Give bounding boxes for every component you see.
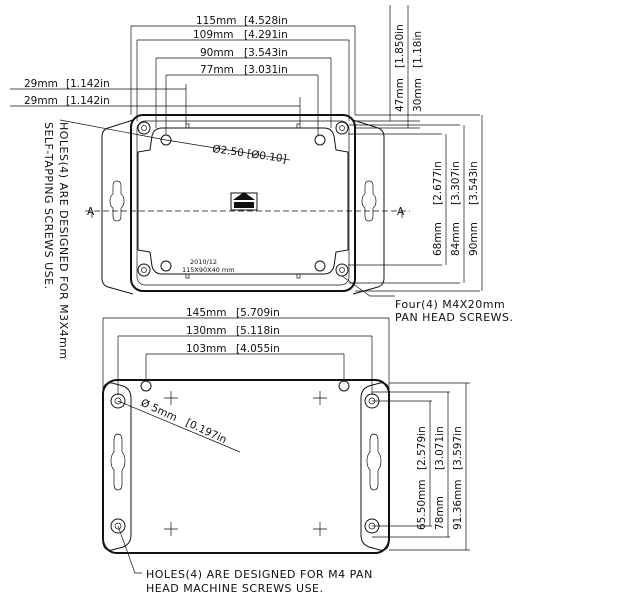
top-dim-115-mm: 115mm <box>196 15 237 27</box>
top-lid-outline <box>130 114 356 292</box>
bottom-view: Ø 5mm [0.197in 145mm [5.709in 130mm [5.1… <box>102 307 470 595</box>
top-dim-115-in: [4.528in <box>244 15 288 27</box>
top-note-left-line2: SELF-TAPPING SCREWS USE. <box>42 122 55 290</box>
bottom-dim-65-mm: 65.50mm <box>416 479 428 530</box>
top-dim-90v-mm: 90mm <box>468 222 480 256</box>
top-keyhole-right <box>361 180 377 222</box>
top-dim-47-in: [1.850in <box>394 24 406 68</box>
top-dim-68-mm: 68mm <box>432 222 444 256</box>
top-flange-right <box>352 119 385 295</box>
section-mark-right: A <box>397 206 405 218</box>
top-dim-90v-in: [3.543in <box>468 161 480 205</box>
top-dim-109-mm: 109mm <box>193 29 234 41</box>
top-dim-84-in: [3.307in <box>450 161 462 205</box>
bottom-cross-marks <box>164 391 327 536</box>
top-dim-84-mm: 84mm <box>450 222 462 256</box>
top-dim-47-mm: 47mm <box>394 78 406 112</box>
top-dim-29a-mm: 29mm <box>24 78 58 90</box>
bottom-dim-91-mm: 91.36mm <box>452 479 464 530</box>
top-note-right-line1: Four(4) M4X20mm <box>395 298 505 311</box>
bottom-dim-130-mm: 130mm <box>186 325 227 337</box>
top-note-left-line1: HOLES(4) ARE DESIGNED FOR M3X4mm <box>57 122 70 360</box>
bottom-note-line1: HOLES(4) ARE DESIGNED FOR M4 PAN <box>146 568 373 581</box>
top-lid-recess <box>137 127 349 275</box>
lid-date-label: 2010/12 <box>190 258 217 266</box>
section-mark-left: A <box>87 206 95 218</box>
top-dim-29b-mm: 29mm <box>24 95 58 107</box>
top-view: 2010/12 115X90X40 mm Ø2.50 [Ø0.10] A A 1 <box>10 5 514 360</box>
bottom-rail-left <box>102 382 132 551</box>
bottom-dim-103-mm: 103mm <box>186 343 227 355</box>
top-dim-109-in: [4.291in <box>244 29 288 41</box>
bottom-dim-145-mm: 145mm <box>186 307 227 319</box>
bottom-dim-91-in: [3.597in <box>452 426 464 470</box>
top-dim-77-mm: 77mm <box>200 64 234 76</box>
top-note-right-line2: PAN HEAD SCREWS. <box>395 311 514 324</box>
bottom-keyhole-left <box>110 433 126 491</box>
bottom-keyhole-right <box>366 433 382 491</box>
bottom-dim-103-in: [4.055in <box>236 343 280 355</box>
bottom-note-line2: HEAD MACHINE SCREWS USE. <box>146 582 324 595</box>
lid-logo <box>230 192 258 211</box>
top-flange-left <box>101 119 134 295</box>
lid-size-label: 115X90X40 mm <box>182 266 235 274</box>
bottom-rail-right <box>360 382 390 551</box>
top-dim-90-in: [3.543in <box>244 47 288 59</box>
top-dim-90-mm: 90mm <box>200 47 234 59</box>
bottom-dim-65-in: [2.579in <box>416 426 428 470</box>
top-dim-77-in: [3.031in <box>244 64 288 76</box>
bottom-dim-130-in: [5.118in <box>236 325 280 337</box>
top-dim-29b-in: [1.142in <box>66 95 110 107</box>
top-hole-diameter-label: Ø2.50 [Ø0.10] <box>212 143 288 165</box>
top-dim-68-in: [2.677in <box>432 161 444 205</box>
top-keyhole-left <box>109 180 125 222</box>
bottom-dim-78-in: [3.071in <box>434 426 446 470</box>
bottom-hole-diameter-mm: Ø 5mm <box>139 397 179 424</box>
bottom-dim-78-mm: 78mm <box>434 496 446 530</box>
top-dim-30-mm: 30mm <box>412 78 424 112</box>
top-dim-29a-in: [1.142in <box>66 78 110 90</box>
top-dim-30-in: [1.18in <box>412 31 424 68</box>
bottom-dim-145-in: [5.709in <box>236 307 280 319</box>
